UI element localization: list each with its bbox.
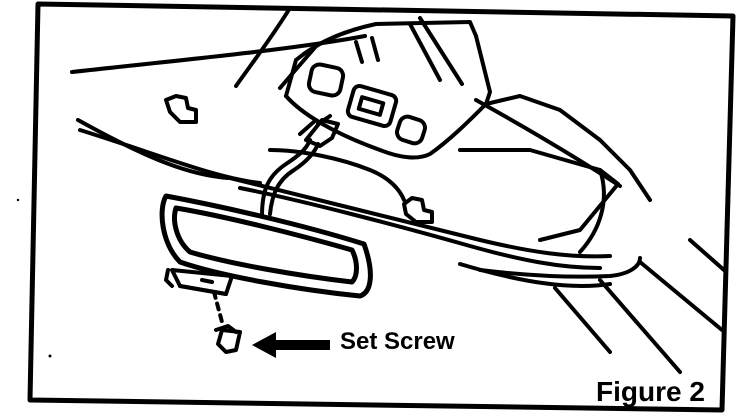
windshield-outline — [458, 94, 652, 254]
set-screw — [212, 290, 242, 354]
set-screw-arrow — [252, 332, 330, 358]
visor-clip-right — [402, 196, 434, 224]
set-screw-label: Set Screw — [340, 328, 455, 355]
overhead-console — [284, 20, 492, 160]
speck — [48, 354, 52, 358]
a-pillar-lines — [553, 238, 726, 374]
speck — [16, 198, 20, 202]
header-molding — [228, 148, 642, 288]
visor-clip-left — [164, 94, 198, 124]
rearview-mirror — [159, 193, 373, 299]
mirror-mount — [164, 268, 234, 296]
figure-caption: Figure 2 — [596, 376, 705, 407]
wiring-harness — [260, 114, 340, 218]
figure-frame — [27, 1, 736, 413]
